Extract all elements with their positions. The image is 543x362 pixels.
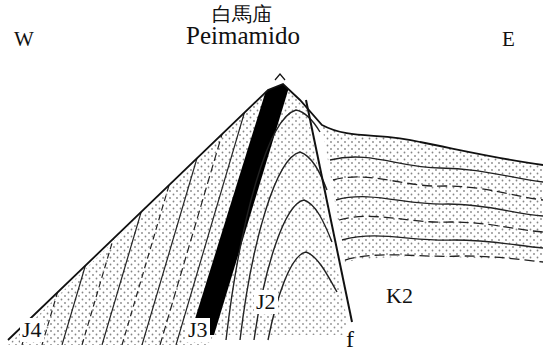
formation-label: J4: [20, 318, 44, 342]
place-name: Peimamido: [184, 22, 302, 50]
direction-east: E: [500, 28, 517, 51]
formation-label: K2: [384, 284, 415, 308]
direction-west: W: [12, 28, 36, 51]
fault-label: f: [344, 326, 356, 352]
place-name-chinese: 白馬庙: [210, 3, 274, 25]
strata: [8, 80, 543, 345]
formation-label: J2: [254, 290, 278, 314]
formation-label: J3: [186, 318, 210, 342]
